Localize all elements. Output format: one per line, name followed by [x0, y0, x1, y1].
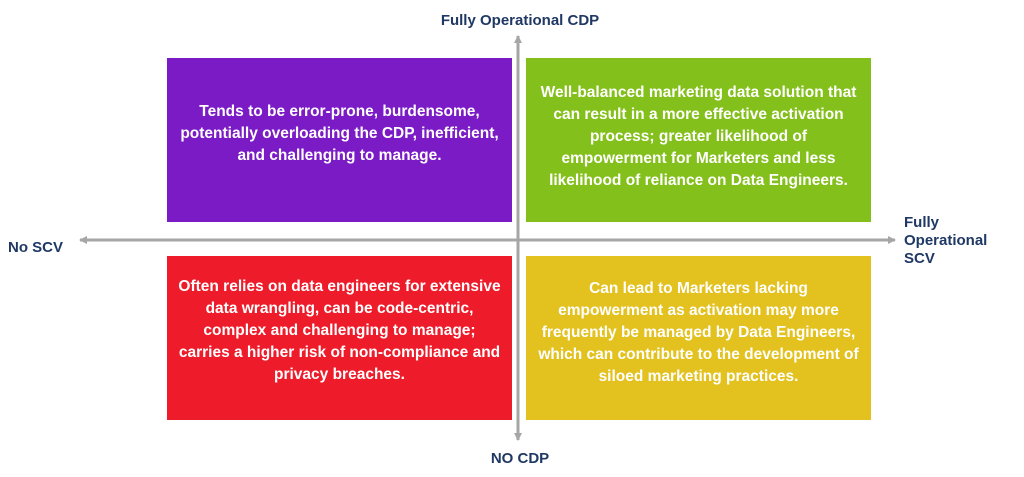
quadrant-bottom-right-text: Can lead to Marketers lacking empowermen… [538, 280, 859, 385]
axis-label-top: Fully Operational CDP [440, 12, 600, 29]
quadrant-bottom-left-text: Often relies on data engineers for exten… [178, 278, 501, 383]
quadrant-top-right: Well-balanced marketing data solution th… [526, 58, 871, 222]
quadrant-top-left: Tends to be error-prone, burdensome, pot… [167, 58, 512, 222]
quadrant-bottom-left: Often relies on data engineers for exten… [167, 256, 512, 420]
axis-label-right: Fully Operational SCV [904, 214, 988, 267]
quadrant-bottom-right: Can lead to Marketers lacking empowermen… [526, 256, 871, 420]
quadrant-top-left-text: Tends to be error-prone, burdensome, pot… [180, 103, 499, 164]
axis-label-left: No SCV [8, 239, 64, 256]
quadrant-top-right-text: Well-balanced marketing data solution th… [540, 84, 857, 189]
axis-label-bottom: NO CDP [490, 450, 550, 467]
